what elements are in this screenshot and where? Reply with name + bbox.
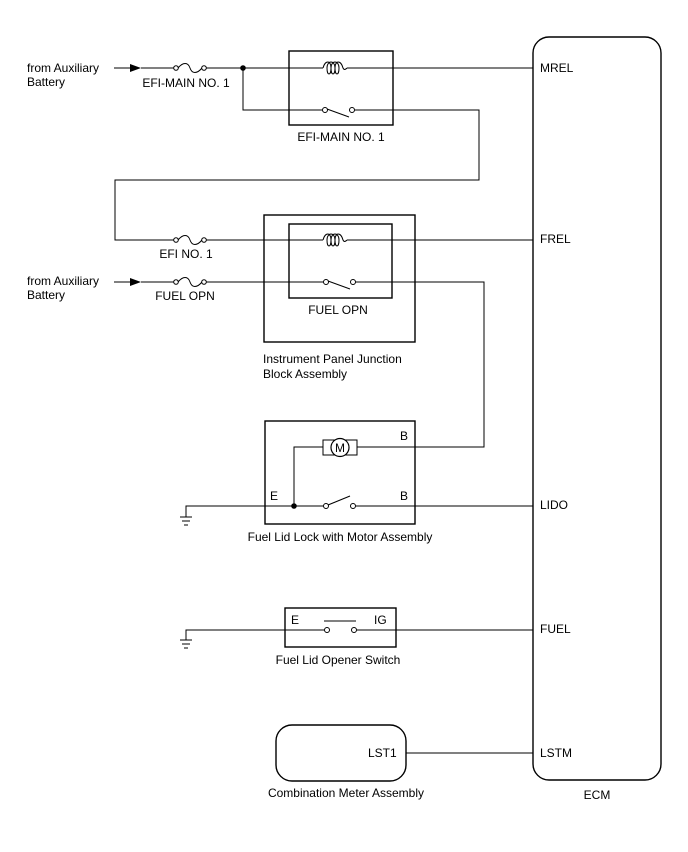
- source-mid-arrow-icon: [130, 278, 141, 286]
- fuel-lid-lock-pin-b-top: B: [400, 429, 408, 443]
- fuse-efi-no1-icon: [173, 235, 207, 245]
- ecm-pin-lstm: LSTM: [540, 746, 572, 760]
- relay-efi-main-box: [288, 50, 394, 126]
- opener-switch-pin-e: E: [291, 613, 299, 627]
- opener-switch-box: [284, 607, 397, 648]
- fuel-lid-lock-label: Fuel Lid Lock with Motor Assembly: [248, 530, 433, 544]
- junction-block-label-line1: Instrument Panel Junction: [263, 352, 402, 366]
- source-top-arrow-icon: [130, 64, 141, 72]
- wire-lock-ground: [185, 505, 323, 517]
- opener-switch-label: Fuel Lid Opener Switch: [276, 653, 401, 667]
- fuse-efi-no1-label: EFI NO. 1: [159, 247, 213, 261]
- wire-fuel-opn-to-motor: [356, 281, 485, 448]
- wire-efi-main-contact-in: [242, 68, 322, 111]
- relay-fuel-opn-switch-icon: [323, 279, 356, 290]
- ecm-pin-mrel: MREL: [540, 61, 574, 75]
- fuel-lid-lock-box: [264, 420, 416, 525]
- motor-icon: [322, 437, 358, 458]
- ecm-pin-fuel: FUEL: [540, 622, 571, 636]
- ecm-pin-frel: FREL: [540, 232, 571, 246]
- wire-motor-to-ground-node: [293, 446, 323, 506]
- wire-efi-main-to-efi-no1: [114, 109, 480, 241]
- source-top-line2: Battery: [27, 75, 65, 89]
- combination-meter-label: Combination Meter Assembly: [268, 786, 424, 800]
- relay-fuel-opn-label: FUEL OPN: [308, 303, 368, 317]
- fuse-fuel-opn-icon: [173, 277, 207, 287]
- source-top-line1: from Auxiliary: [27, 61, 99, 75]
- opener-switch-icon: [324, 620, 357, 633]
- relay-efi-main-coil-icon: [322, 61, 348, 75]
- ecm-box: [532, 36, 662, 781]
- ground-lock-icon: [180, 516, 192, 526]
- fuse-efi-main-icon: [173, 63, 207, 73]
- fuel-lid-lock-pin-e: E: [270, 489, 278, 503]
- relay-efi-main-switch-icon: [322, 107, 355, 118]
- relay-efi-main-label: EFI-MAIN NO. 1: [297, 130, 385, 144]
- source-mid-line2: Battery: [27, 288, 65, 302]
- junction-block-label-line2: Block Assembly: [263, 367, 347, 381]
- wire-opener-ground: [185, 629, 324, 640]
- relay-fuel-opn-box: [288, 223, 393, 299]
- fuel-lid-lock-pin-b-bottom: B: [400, 489, 408, 503]
- lock-switch-icon: [323, 495, 356, 509]
- junction-block-box: [263, 214, 416, 343]
- motor-label: M: [335, 441, 345, 455]
- ecm-label: ECM: [584, 788, 611, 802]
- source-mid-line1: from Auxiliary: [27, 274, 99, 288]
- ground-opener-icon: [180, 639, 192, 649]
- fuse-efi-main-label: EFI-MAIN NO. 1: [142, 76, 230, 90]
- ecm-pin-lido: LIDO: [540, 498, 568, 512]
- combination-meter-pin: LST1: [368, 746, 397, 760]
- fuse-fuel-opn-label: FUEL OPN: [155, 289, 215, 303]
- relay-fuel-opn-coil-icon: [322, 233, 348, 247]
- opener-switch-pin-ig: IG: [374, 613, 387, 627]
